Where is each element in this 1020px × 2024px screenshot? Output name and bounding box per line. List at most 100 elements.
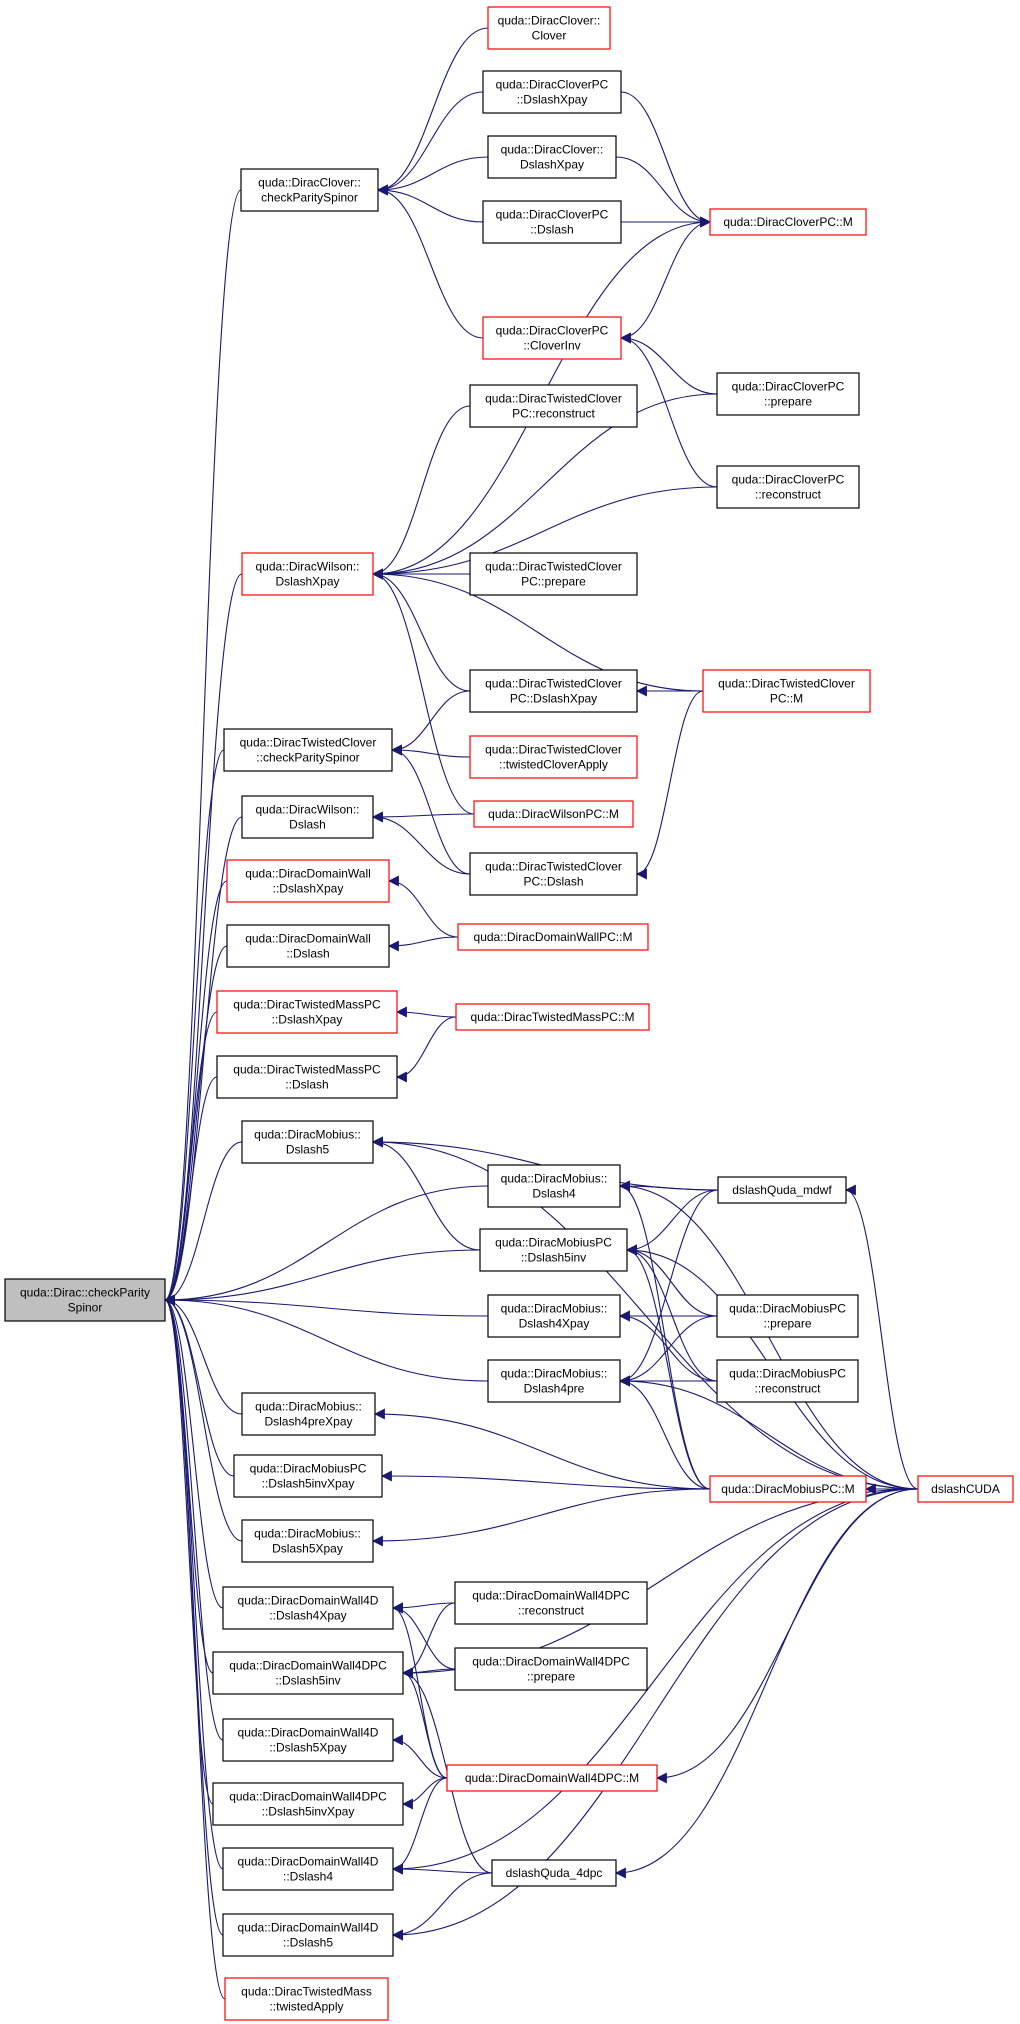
node-dw-dslashxpay[interactable]: quda::DiracDomainWall::DslashXpay <box>226 859 390 903</box>
node-cloverpc-dslash[interactable]: quda::DiracCloverPC::Dslash <box>482 200 622 244</box>
node-mobpc-reconstruct[interactable]: quda::DiracMobiusPC::reconstruct <box>716 1359 859 1403</box>
node-label: dslashCUDA <box>931 1482 1000 1496</box>
node-box <box>241 552 374 596</box>
edge-mobpc_m-to-mobpc_dslash5invxpay <box>380 1470 711 1490</box>
edge-cloverpc_dslashxpay-to-cloverpc_m <box>620 91 712 228</box>
node-dslashquda-4dpc[interactable]: dslashQuda_4dpc <box>491 1859 617 1887</box>
node-dwpc-m[interactable]: quda::DiracDomainWallPC::M <box>457 923 649 951</box>
node-label: ::CloverInv <box>523 339 580 353</box>
node-clover-clover[interactable]: quda::DiracClover::Clover <box>487 6 611 50</box>
node-mob-dslash4pre[interactable]: quda::DiracMobius::Dslash4pre <box>487 1359 621 1403</box>
node-dw4dpc-dslash5invxpay[interactable]: quda::DiracDomainWall4DPC::Dslash5invXpa… <box>212 1782 404 1826</box>
node-tmpc-dslashxpay[interactable]: quda::DiracTwistedMassPC::DslashXpay <box>216 990 398 1034</box>
node-mob-dslash4prexpay[interactable]: quda::DiracMobius::Dslash4preXpay <box>241 1392 376 1436</box>
node-label: dslashQuda_4dpc <box>506 1866 603 1880</box>
edge-tcpc_m-to-wilson_dslashxpay <box>371 568 704 692</box>
node-clover-check[interactable]: quda::DiracClover::checkParitySpinor <box>240 168 379 212</box>
edge-dwpc_m-to-dw_dslashxpay <box>387 875 459 938</box>
edge-tcpc_m-to-tcpc_dslash <box>635 690 704 880</box>
node-label: ::Dslash5inv <box>521 1251 586 1265</box>
edge-mob_dslash5-to-root <box>163 1141 243 1306</box>
node-box <box>222 1913 394 1957</box>
node-label: ::DslashXpay <box>272 1013 343 1027</box>
node-label: ::reconstruct <box>755 488 822 502</box>
node-mob-dslash4xpay[interactable]: quda::DiracMobius::Dslash4Xpay <box>487 1294 621 1338</box>
node-tc-check[interactable]: quda::DiracTwistedClover::checkParitySpi… <box>223 728 393 772</box>
node-mob-dslash5[interactable]: quda::DiracMobius::Dslash5 <box>241 1120 374 1164</box>
node-mob-dslash5xpay[interactable]: quda::DiracMobius::Dslash5Xpay <box>241 1519 374 1563</box>
node-label: quda::DiracDomainWall4DPC::M <box>465 1771 639 1785</box>
node-cloverpc-dslashxpay[interactable]: quda::DiracCloverPC::DslashXpay <box>482 70 622 114</box>
edge-mobpc_prepare-to-mobpc_dslash5inv <box>625 1244 718 1317</box>
node-dw4dpc-prepare[interactable]: quda::DiracDomainWall4DPC::prepare <box>454 1647 648 1691</box>
node-box <box>479 1228 628 1272</box>
edge-cloverpc_reconstruct-to-wilson_dslashxpay <box>371 486 718 580</box>
edge-dslashquda_mdwf-to-mobpc_dslash5inv <box>625 1189 719 1256</box>
node-label: Clover <box>532 29 567 43</box>
node-dw-dslash[interactable]: quda::DiracDomainWall::Dslash <box>226 924 390 968</box>
node-dw4d-dslash4xpay[interactable]: quda::DiracDomainWall4D::Dslash4Xpay <box>222 1586 394 1630</box>
node-label: ::twistedApply <box>269 2000 343 2014</box>
node-box <box>216 990 398 1034</box>
node-box <box>212 1651 404 1695</box>
node-dw4dpc-dslash5inv[interactable]: quda::DiracDomainWall4DPC::Dslash5inv <box>212 1651 404 1695</box>
node-wilsonpc-m[interactable]: quda::DiracWilsonPC::M <box>473 800 634 828</box>
node-label: PC::prepare <box>521 575 586 589</box>
node-mobpc-m[interactable]: quda::DiracMobiusPC::M <box>709 1475 867 1503</box>
edge-tcpc_dslash-to-tc_check <box>390 744 471 875</box>
node-dw4d-dslash5xpay[interactable]: quda::DiracDomainWall4D::Dslash5Xpay <box>222 1718 394 1762</box>
node-root[interactable]: quda::Dirac::checkParitySpinor <box>4 1278 166 1322</box>
node-dw4d-dslash5[interactable]: quda::DiracDomainWall4D::Dslash5 <box>222 1913 394 1957</box>
node-label: PC::M <box>770 692 803 706</box>
node-mobpc-dslash5invxpay[interactable]: quda::DiracMobiusPC::Dslash5invXpay <box>233 1454 383 1498</box>
node-mob-dslash4[interactable]: quda::DiracMobius::Dslash4 <box>487 1164 621 1208</box>
edge-dslashcuda-to-dw4dpc_dslash5inv <box>401 1488 919 1679</box>
node-wilson-dslashxpay[interactable]: quda::DiracWilson::DslashXpay <box>241 552 374 596</box>
node-clover-dslashxpay[interactable]: quda::DiracClover::DslashXpay <box>487 135 617 179</box>
node-label: Dslash5 <box>286 1143 330 1157</box>
node-cloverpc-cloverinv[interactable]: quda::DiracCloverPC::CloverInv <box>482 316 622 360</box>
edge-tmpc_dslashxpay-to-root <box>163 1011 218 1306</box>
node-tmpc-m[interactable]: quda::DiracTwistedMassPC::M <box>455 1003 650 1031</box>
edge-tcpc_dslash-to-wilson_dslash <box>371 811 471 875</box>
node-dw4dpc-m[interactable]: quda::DiracDomainWall4DPC::M <box>446 1764 658 1792</box>
nodes-layer: quda::Dirac::checkParitySpinorquda::Dira… <box>4 6 1014 2021</box>
node-cloverpc-m[interactable]: quda::DiracCloverPC::M <box>709 208 867 236</box>
node-cloverpc-prepare[interactable]: quda::DiracCloverPC::prepare <box>716 372 860 416</box>
node-tm-apply[interactable]: quda::DiracTwistedMass::twistedApply <box>224 1977 389 2021</box>
node-box <box>917 1475 1014 1503</box>
node-wilson-dslash[interactable]: quda::DiracWilson::Dslash <box>241 795 374 839</box>
node-dslashcuda[interactable]: dslashCUDA <box>917 1475 1014 1503</box>
node-label: Dslash5Xpay <box>272 1542 343 1556</box>
node-mobpc-dslash5inv[interactable]: quda::DiracMobiusPC::Dslash5inv <box>479 1228 628 1272</box>
node-tmpc-dslash[interactable]: quda::DiracTwistedMassPC::Dslash <box>216 1055 398 1099</box>
edge-clover_check-to-root <box>163 189 242 1306</box>
edge-dw4dpc_m-to-dw4dpc_dslash5inv <box>401 1667 448 1779</box>
edge-mob_dslash4xpay-to-root <box>163 1294 489 1317</box>
node-label: quda::DiracTwistedClover <box>485 392 622 406</box>
node-label: ::Dslash5invXpay <box>262 1477 355 1491</box>
node-box <box>709 1475 867 1503</box>
edge-mob_dslash4prexpay-to-root <box>163 1294 243 1415</box>
node-label: quda::Dirac::checkParity <box>20 1286 150 1300</box>
node-dslashquda-mdwf[interactable]: dslashQuda_mdwf <box>717 1176 847 1204</box>
node-tc-apply[interactable]: quda::DiracTwistedClover::twistedCloverA… <box>469 735 638 779</box>
edge-wilsonpc_m-to-wilson_dslashxpay <box>371 568 475 815</box>
edge-dw4dpc_reconstruct-to-dw4dpc_dslash5inv <box>401 1602 456 1679</box>
node-mobpc-prepare[interactable]: quda::DiracMobiusPC::prepare <box>716 1294 859 1338</box>
edge-dslashquda_4dpc-to-dw4d_dslash4 <box>391 1863 493 1875</box>
node-label: quda::DiracMobiusPC::M <box>721 1482 854 1496</box>
node-label: quda::DiracMobius:: <box>501 1367 608 1381</box>
node-box <box>469 552 638 596</box>
node-label: DslashXpay <box>275 575 339 589</box>
node-dw4dpc-reconstruct[interactable]: quda::DiracDomainWall4DPC::reconstruct <box>454 1581 648 1625</box>
edge-mobpc_m-to-mob_dslash4pre <box>618 1375 711 1490</box>
node-cloverpc-reconstruct[interactable]: quda::DiracCloverPC::reconstruct <box>716 465 860 509</box>
node-dw4d-dslash4[interactable]: quda::DiracDomainWall4D::Dslash4 <box>222 1847 394 1891</box>
node-label: quda::DiracCloverPC <box>732 380 845 394</box>
